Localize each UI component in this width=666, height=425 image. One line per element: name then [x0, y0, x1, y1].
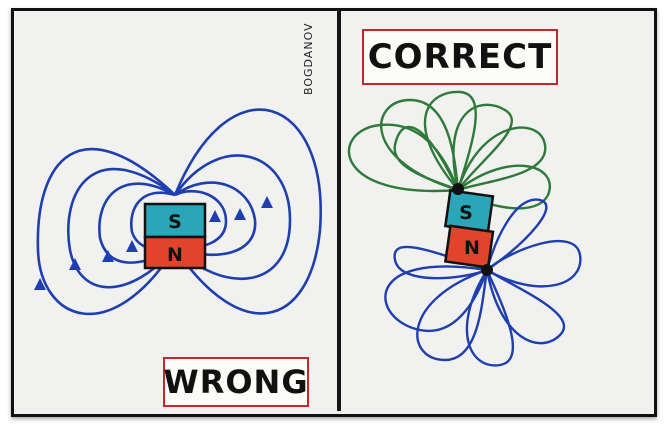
north-pole	[444, 224, 495, 269]
arrow-icon	[69, 258, 81, 270]
correct-field-lines-green	[347, 90, 551, 210]
north-pole-dot	[481, 264, 493, 276]
left-bar-magnet: S N	[143, 202, 207, 270]
arrow-icon	[126, 240, 138, 252]
correct-label: CORRECT	[362, 29, 558, 85]
south-pole-dot	[452, 183, 464, 195]
arrow-icon	[261, 196, 273, 208]
arrow-icon	[234, 208, 246, 220]
left-south-letter: S	[168, 211, 182, 233]
arrow-icon	[34, 278, 46, 290]
correct-field-lines-blue	[384, 198, 582, 367]
wrong-label: WRONG	[163, 357, 309, 407]
arrow-icon	[102, 250, 114, 262]
artist-signature: BOGDANOV	[302, 22, 315, 95]
right-bar-magnet: S N	[443, 183, 495, 276]
south-pole	[143, 202, 207, 239]
arrow-icon	[209, 210, 221, 222]
center-divider-line	[337, 11, 341, 411]
right-north-letter: N	[464, 237, 480, 259]
right-south-letter: S	[459, 202, 473, 224]
wrong-field-arrows	[34, 196, 273, 290]
left-north-letter: N	[167, 244, 183, 266]
north-pole	[143, 235, 207, 270]
